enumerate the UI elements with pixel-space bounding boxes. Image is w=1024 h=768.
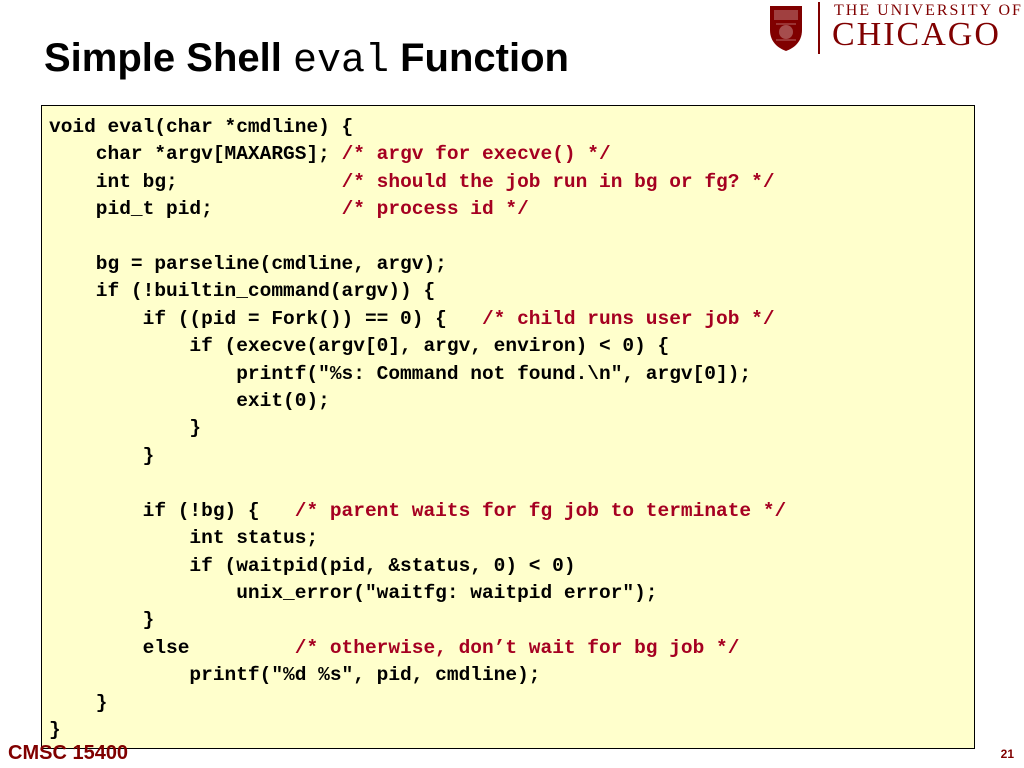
- code-line: }: [49, 691, 108, 714]
- code-line: char *argv[MAXARGS];: [49, 143, 342, 166]
- university-logo: THE UNIVERSITY OF CHICAGO: [766, 0, 1024, 58]
- code-line: void eval(char *cmdline) {: [49, 116, 354, 138]
- code-comment: /* child runs user job */: [481, 307, 775, 330]
- code-line: if (execve(argv[0], argv, environ) < 0) …: [49, 335, 670, 358]
- shield-icon: [770, 6, 802, 51]
- code-line: printf("%d %s", pid, cmdline);: [49, 664, 541, 687]
- code-line: }: [49, 444, 155, 467]
- code-line: else: [49, 636, 295, 659]
- title-code-eval: eval: [292, 39, 389, 84]
- code-comment: /* process id */: [341, 198, 529, 221]
- code-line: }: [49, 417, 202, 440]
- code-comment: /* parent waits for fg job to terminate …: [294, 499, 787, 522]
- code-line: if (!bg) {: [49, 499, 295, 522]
- code-line: if (!builtin_command(argv)) {: [49, 280, 436, 303]
- logo-text-line2: CHICAGO: [832, 16, 1001, 53]
- code-box: void eval(char *cmdline) { char *argv[MA…: [41, 105, 975, 749]
- logo-divider: [818, 2, 820, 54]
- course-footer: CMSC 15400: [8, 742, 129, 764]
- code-line: int bg;: [49, 170, 342, 193]
- code-line: }: [49, 718, 61, 741]
- slide-title: Simple Shell eval Function: [44, 38, 569, 82]
- code-listing: void eval(char *cmdline) { char *argv[MA…: [49, 114, 786, 744]
- code-line: int status;: [49, 527, 319, 550]
- code-comment: /* argv for execve() */: [341, 143, 611, 166]
- code-line: printf("%s: Command not found.\n", argv[…: [49, 362, 752, 385]
- title-prefix: Simple Shell: [44, 36, 293, 80]
- title-suffix: Function: [388, 36, 569, 80]
- code-line: }: [49, 609, 155, 632]
- code-line: exit(0);: [49, 390, 330, 413]
- code-line: bg = parseline(cmdline, argv);: [49, 253, 447, 276]
- page-number: 21: [1000, 747, 1014, 761]
- code-line: if (waitpid(pid, &status, 0) < 0): [49, 554, 576, 577]
- code-comment: /* otherwise, don’t wait for bg job */: [294, 636, 740, 659]
- code-line: if ((pid = Fork()) == 0) {: [49, 307, 482, 330]
- code-comment: /* should the job run in bg or fg? */: [341, 170, 775, 193]
- code-line: unix_error("waitfg: waitpid error");: [49, 581, 658, 604]
- code-line: pid_t pid;: [49, 198, 342, 221]
- logo-text-line1: THE UNIVERSITY OF: [834, 2, 1023, 19]
